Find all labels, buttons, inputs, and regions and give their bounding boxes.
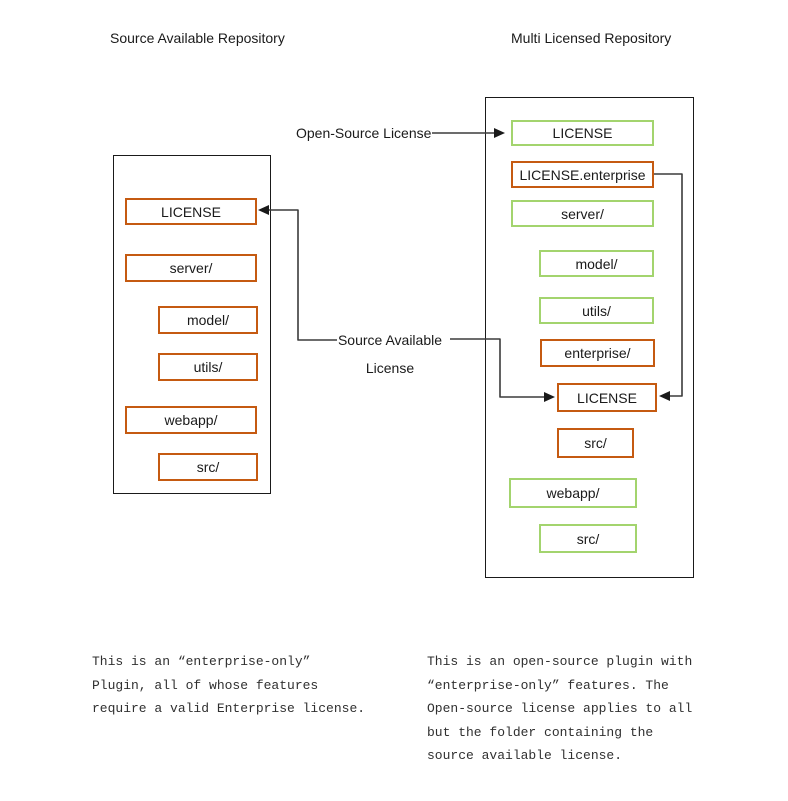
left-repo-title: Source Available Repository	[110, 30, 285, 46]
source-available-license-label-line1: Source Available	[337, 332, 443, 348]
right-repo-box-enterprise-folder: enterprise/	[540, 339, 655, 367]
right-repo-box-src-enterprise: src/	[557, 428, 634, 458]
note-line: This is an open-source plugin with	[427, 654, 693, 669]
left-repo-box-src: src/	[158, 453, 258, 481]
note-line: This is an “enterprise-only”	[92, 654, 311, 669]
right-repo-box-webapp: webapp/	[509, 478, 637, 508]
left-repo-box-model: model/	[158, 306, 258, 334]
note-line: require a valid Enterprise license.	[92, 701, 366, 716]
note-line: “enterprise-only” features. The	[427, 677, 669, 693]
right-repo-box-model: model/	[539, 250, 654, 277]
source-available-license-label: Source Available License	[334, 326, 446, 382]
arrow-line	[268, 209, 337, 341]
right-repo-box-license-enterprise-file: LICENSE.enterprise	[511, 161, 654, 188]
note-line: Open-source license applies to all	[427, 701, 693, 716]
right-repo-note: This is an open-source plugin with “ente…	[427, 650, 692, 768]
left-repo-box-utils: utils/	[158, 353, 258, 381]
right-repo-box-src-open: src/	[539, 524, 637, 553]
note-line: but the folder containing the	[427, 724, 654, 740]
open-source-license-label: Open-Source License	[296, 125, 432, 141]
note-line: Plugin, all of whose features	[92, 677, 319, 693]
right-repo-box-license-source-available: LICENSE	[557, 383, 657, 412]
right-repo-container	[485, 97, 694, 578]
right-repo-title: Multi Licensed Repository	[511, 30, 672, 46]
left-repo-note: This is an “enterprise-only” Plugin, all…	[92, 650, 365, 721]
right-repo-box-server: server/	[511, 200, 654, 227]
right-repo-box-utils: utils/	[539, 297, 654, 324]
right-repo-box-license-open: LICENSE	[511, 120, 654, 146]
note-line: source available license.	[427, 748, 623, 763]
left-repo-box-webapp: webapp/	[125, 406, 257, 434]
source-available-license-label-line2: License	[365, 360, 415, 376]
left-repo-box-license: LICENSE	[125, 198, 257, 225]
left-repo-box-server: server/	[125, 254, 257, 282]
